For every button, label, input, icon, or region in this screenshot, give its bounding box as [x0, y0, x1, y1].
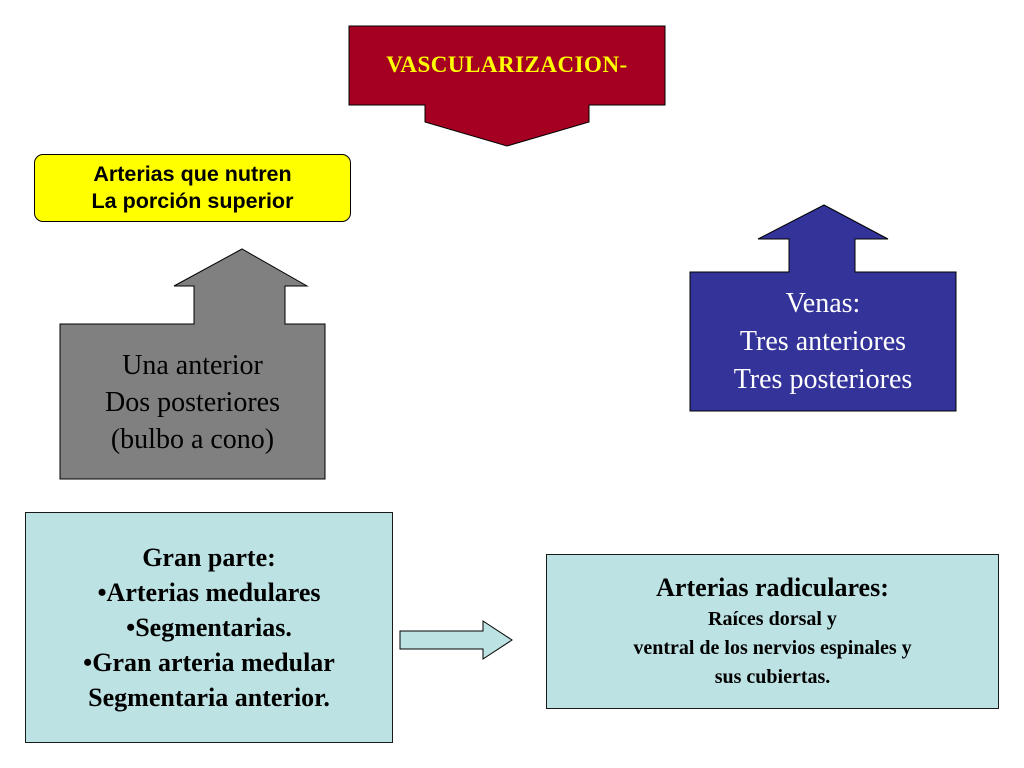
blue-arrow-line-1: Venas: [785, 288, 861, 319]
gran-parte-box: Gran parte: •Arterias medulares •Segment… [25, 512, 393, 743]
title-arrow-shape [348, 25, 666, 147]
gran-parte-line-5: Segmentaria anterior. [88, 683, 330, 712]
title-label: VASCULARIZACION- [386, 52, 628, 77]
blue-arrow-line-2: Tres anteriores [739, 326, 907, 357]
gran-parte-line-2: •Arterias medulares [97, 578, 321, 607]
blue-arrow-text: Venas: Tres anteriores Tres posteriores [689, 272, 957, 412]
gran-parte-line-1: Gran parte: [142, 543, 276, 572]
radicular-arteries-box: Arterias radiculares: Raíces dorsal y ve… [546, 554, 999, 709]
radicular-line-2: ventral de los nervios espinales y [633, 637, 912, 659]
gray-arrow-line-1: Una anterior [122, 349, 263, 381]
blue-arrow-line-3: Tres posteriores [733, 364, 913, 395]
gran-parte-line-4: •Gran arteria medular [83, 648, 335, 677]
gray-arrow-line-2: Dos posteriores [105, 386, 280, 418]
gran-parte-line-3: •Segmentarias. [126, 613, 292, 642]
superior-arteries-box: Arterias que nutren La porción superior [34, 154, 351, 222]
title-down-arrow [348, 25, 666, 147]
superior-box-line-2: La porción superior [91, 189, 294, 213]
radicular-line-3: sus cubiertas. [714, 666, 831, 688]
gray-arrow-text: Una anterior Dos posteriores (bulbo a co… [59, 324, 326, 480]
gray-up-arrow [59, 248, 326, 480]
gray-arrow-shape [59, 248, 326, 480]
superior-box-line-1: Arterias que nutren [93, 162, 292, 186]
radicular-line-1: Raíces dorsal y [708, 608, 837, 630]
right-arrow-shape [399, 620, 513, 660]
gray-arrow-line-3: (bulbo a cono) [110, 423, 275, 455]
radicular-heading: Arterias radiculares: [656, 573, 889, 602]
blue-up-arrow [689, 204, 957, 412]
title-text: VASCULARIZACION- [348, 32, 666, 98]
blue-arrow-shape [689, 204, 957, 412]
right-arrow [399, 620, 513, 660]
